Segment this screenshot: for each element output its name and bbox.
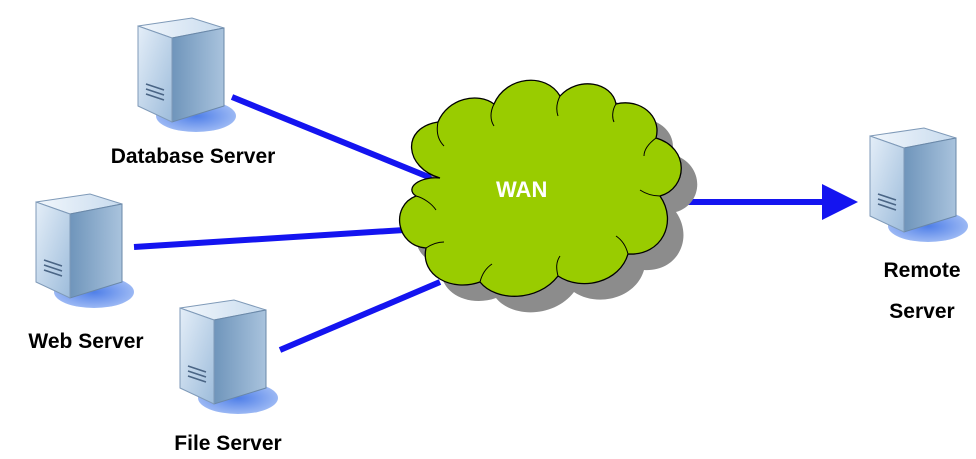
web-server-label: Web Server xyxy=(28,330,143,353)
file-server xyxy=(179,299,279,415)
link-database-wan xyxy=(230,94,438,183)
database-server-label: Database Server xyxy=(111,145,276,168)
remote-server-label-line1: Remote xyxy=(883,259,960,282)
web-server xyxy=(35,193,135,309)
link-web-wan xyxy=(133,226,421,250)
remote-server-label-line2: Server xyxy=(889,300,954,323)
file-server-label: File Server xyxy=(174,432,281,455)
file-server-icon xyxy=(179,299,279,415)
remote-server-icon xyxy=(869,127,969,243)
web-server-icon xyxy=(35,193,135,309)
database-server xyxy=(137,17,237,133)
cloud-icon xyxy=(398,79,698,313)
database-server-icon xyxy=(137,17,237,133)
remote-server xyxy=(869,127,969,243)
link-file-wan xyxy=(278,279,442,353)
wan-label: WAN xyxy=(496,177,547,202)
